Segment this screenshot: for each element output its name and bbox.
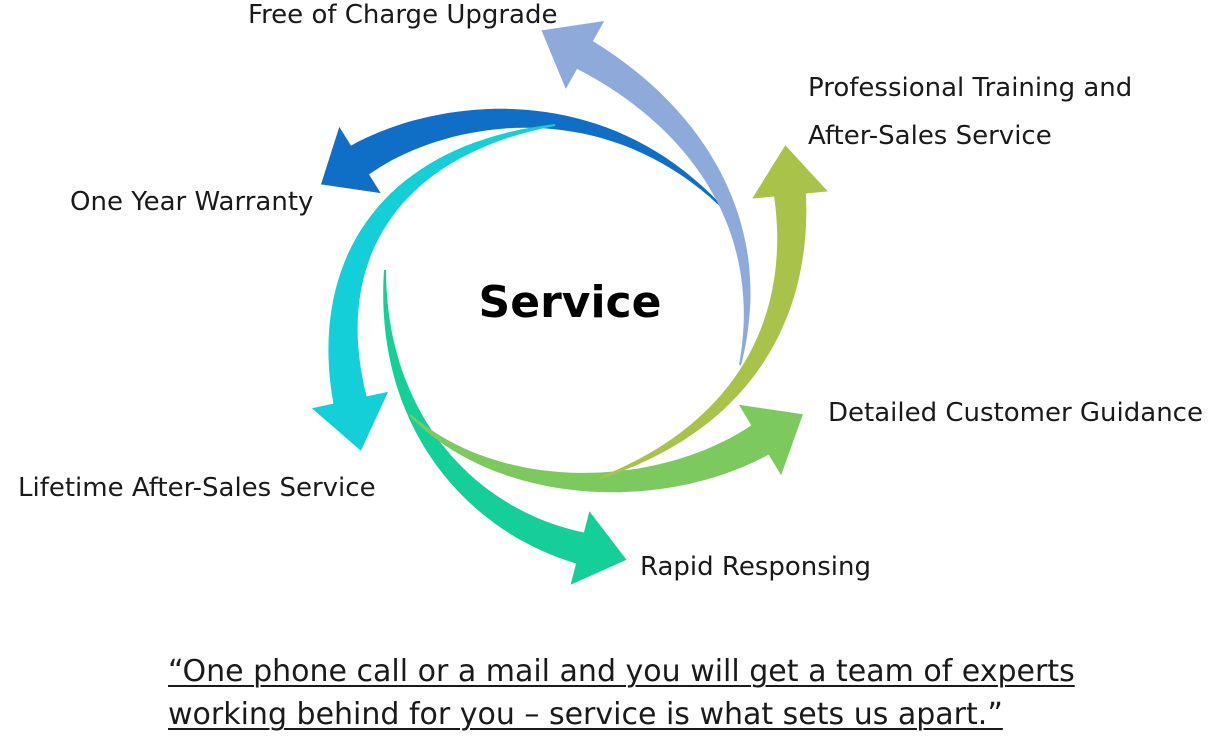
label-guidance: Detailed Customer Guidance [828, 398, 1203, 428]
free-upgrade-arrow [541, 21, 751, 366]
quote-line1: “One phone call or a mail and you will g… [168, 654, 1075, 689]
quote-line2: working behind for you – service is what… [168, 697, 1003, 732]
warranty-arrow [321, 108, 721, 206]
label-training: Professional Training and After-Sales Se… [808, 64, 1132, 160]
label-warranty: One Year Warranty [70, 187, 314, 217]
label-rapid: Rapid Responsing [640, 552, 872, 582]
guidance-arrow [409, 404, 803, 493]
center-title: Service [478, 277, 662, 328]
training-arrow [599, 145, 828, 479]
label-training-line2: After-Sales Service [808, 121, 1052, 151]
label-free-upgrade: Free of Charge Upgrade [248, 0, 558, 30]
label-training-line1: Professional Training and [808, 73, 1133, 103]
quote: “One phone call or a mail and you will g… [168, 650, 1088, 736]
label-lifetime: Lifetime After-Sales Service [18, 473, 376, 503]
rapid-arrow [383, 270, 627, 585]
lifetime-arrow [311, 124, 556, 451]
